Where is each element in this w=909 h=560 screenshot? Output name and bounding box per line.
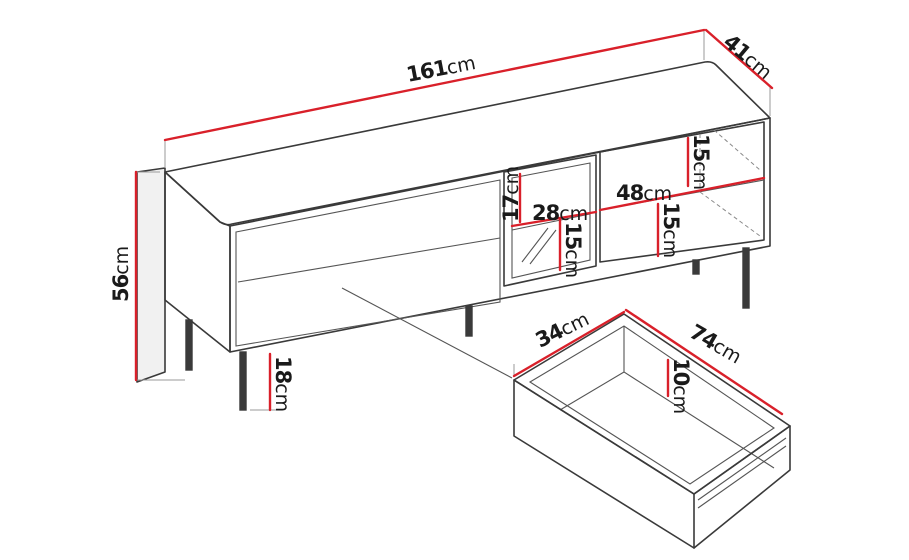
label-glass-door-shelf: 15cm [561, 222, 585, 278]
dimension-labels: 161cm 41cm 56cm 18cm 17cm 28cm 15cm 48cm [109, 29, 776, 414]
leg-back-right [692, 259, 700, 275]
label-drawer-depth: 34cm [532, 306, 593, 352]
label-open-shelf-upper: 15cm [689, 134, 713, 190]
label-width: 161cm [404, 50, 477, 87]
label-height: 56cm [109, 246, 133, 302]
drawer-split-line [237, 237, 501, 283]
drawer-right-side [693, 425, 791, 549]
drawer-runners [697, 437, 787, 509]
glass-door-shelf [511, 213, 591, 231]
drawer-inner-floor [559, 326, 775, 469]
cabinet-top [164, 61, 771, 226]
label-open-shelf-width: 48cm [616, 181, 672, 205]
label-glass-door-top: 17cm [499, 166, 523, 222]
drawer-front-outline [235, 179, 501, 347]
dim-drawer-depth-34 [512, 310, 626, 378]
open-shelf-frame [599, 121, 765, 263]
leg-back-left [185, 319, 193, 371]
glass-door-inner [511, 162, 591, 279]
dim-depth-41 [704, 28, 774, 90]
label-drawer-height: 10cm [669, 358, 693, 414]
dim-drawer-width-74 [624, 308, 784, 416]
dim-shelf-width-48 [598, 176, 766, 212]
dim-door-width-28 [510, 210, 598, 228]
dim-width-161 [163, 28, 706, 142]
cabinet-left-side [164, 171, 231, 353]
cabinet-front [229, 117, 771, 353]
leg-front-left [239, 351, 247, 411]
extension-lines [135, 30, 771, 411]
glass-reflection [521, 227, 557, 265]
leg-middle [465, 305, 473, 337]
leg-front-right [742, 247, 750, 309]
drawer-inner-rim [528, 325, 775, 485]
drawer [513, 313, 791, 549]
glass-door-frame [503, 154, 597, 287]
label-glass-door-width: 28cm [532, 201, 588, 225]
side-shadow-panel [136, 167, 166, 383]
open-shelf-hidden-edges [699, 129, 761, 237]
label-open-shelf-lower: 15cm [659, 202, 683, 258]
drawer-front-face [513, 379, 695, 549]
dimension-lines [134, 28, 784, 416]
label-leg-height: 18cm [271, 356, 295, 412]
drawer-leader-line [341, 287, 513, 379]
